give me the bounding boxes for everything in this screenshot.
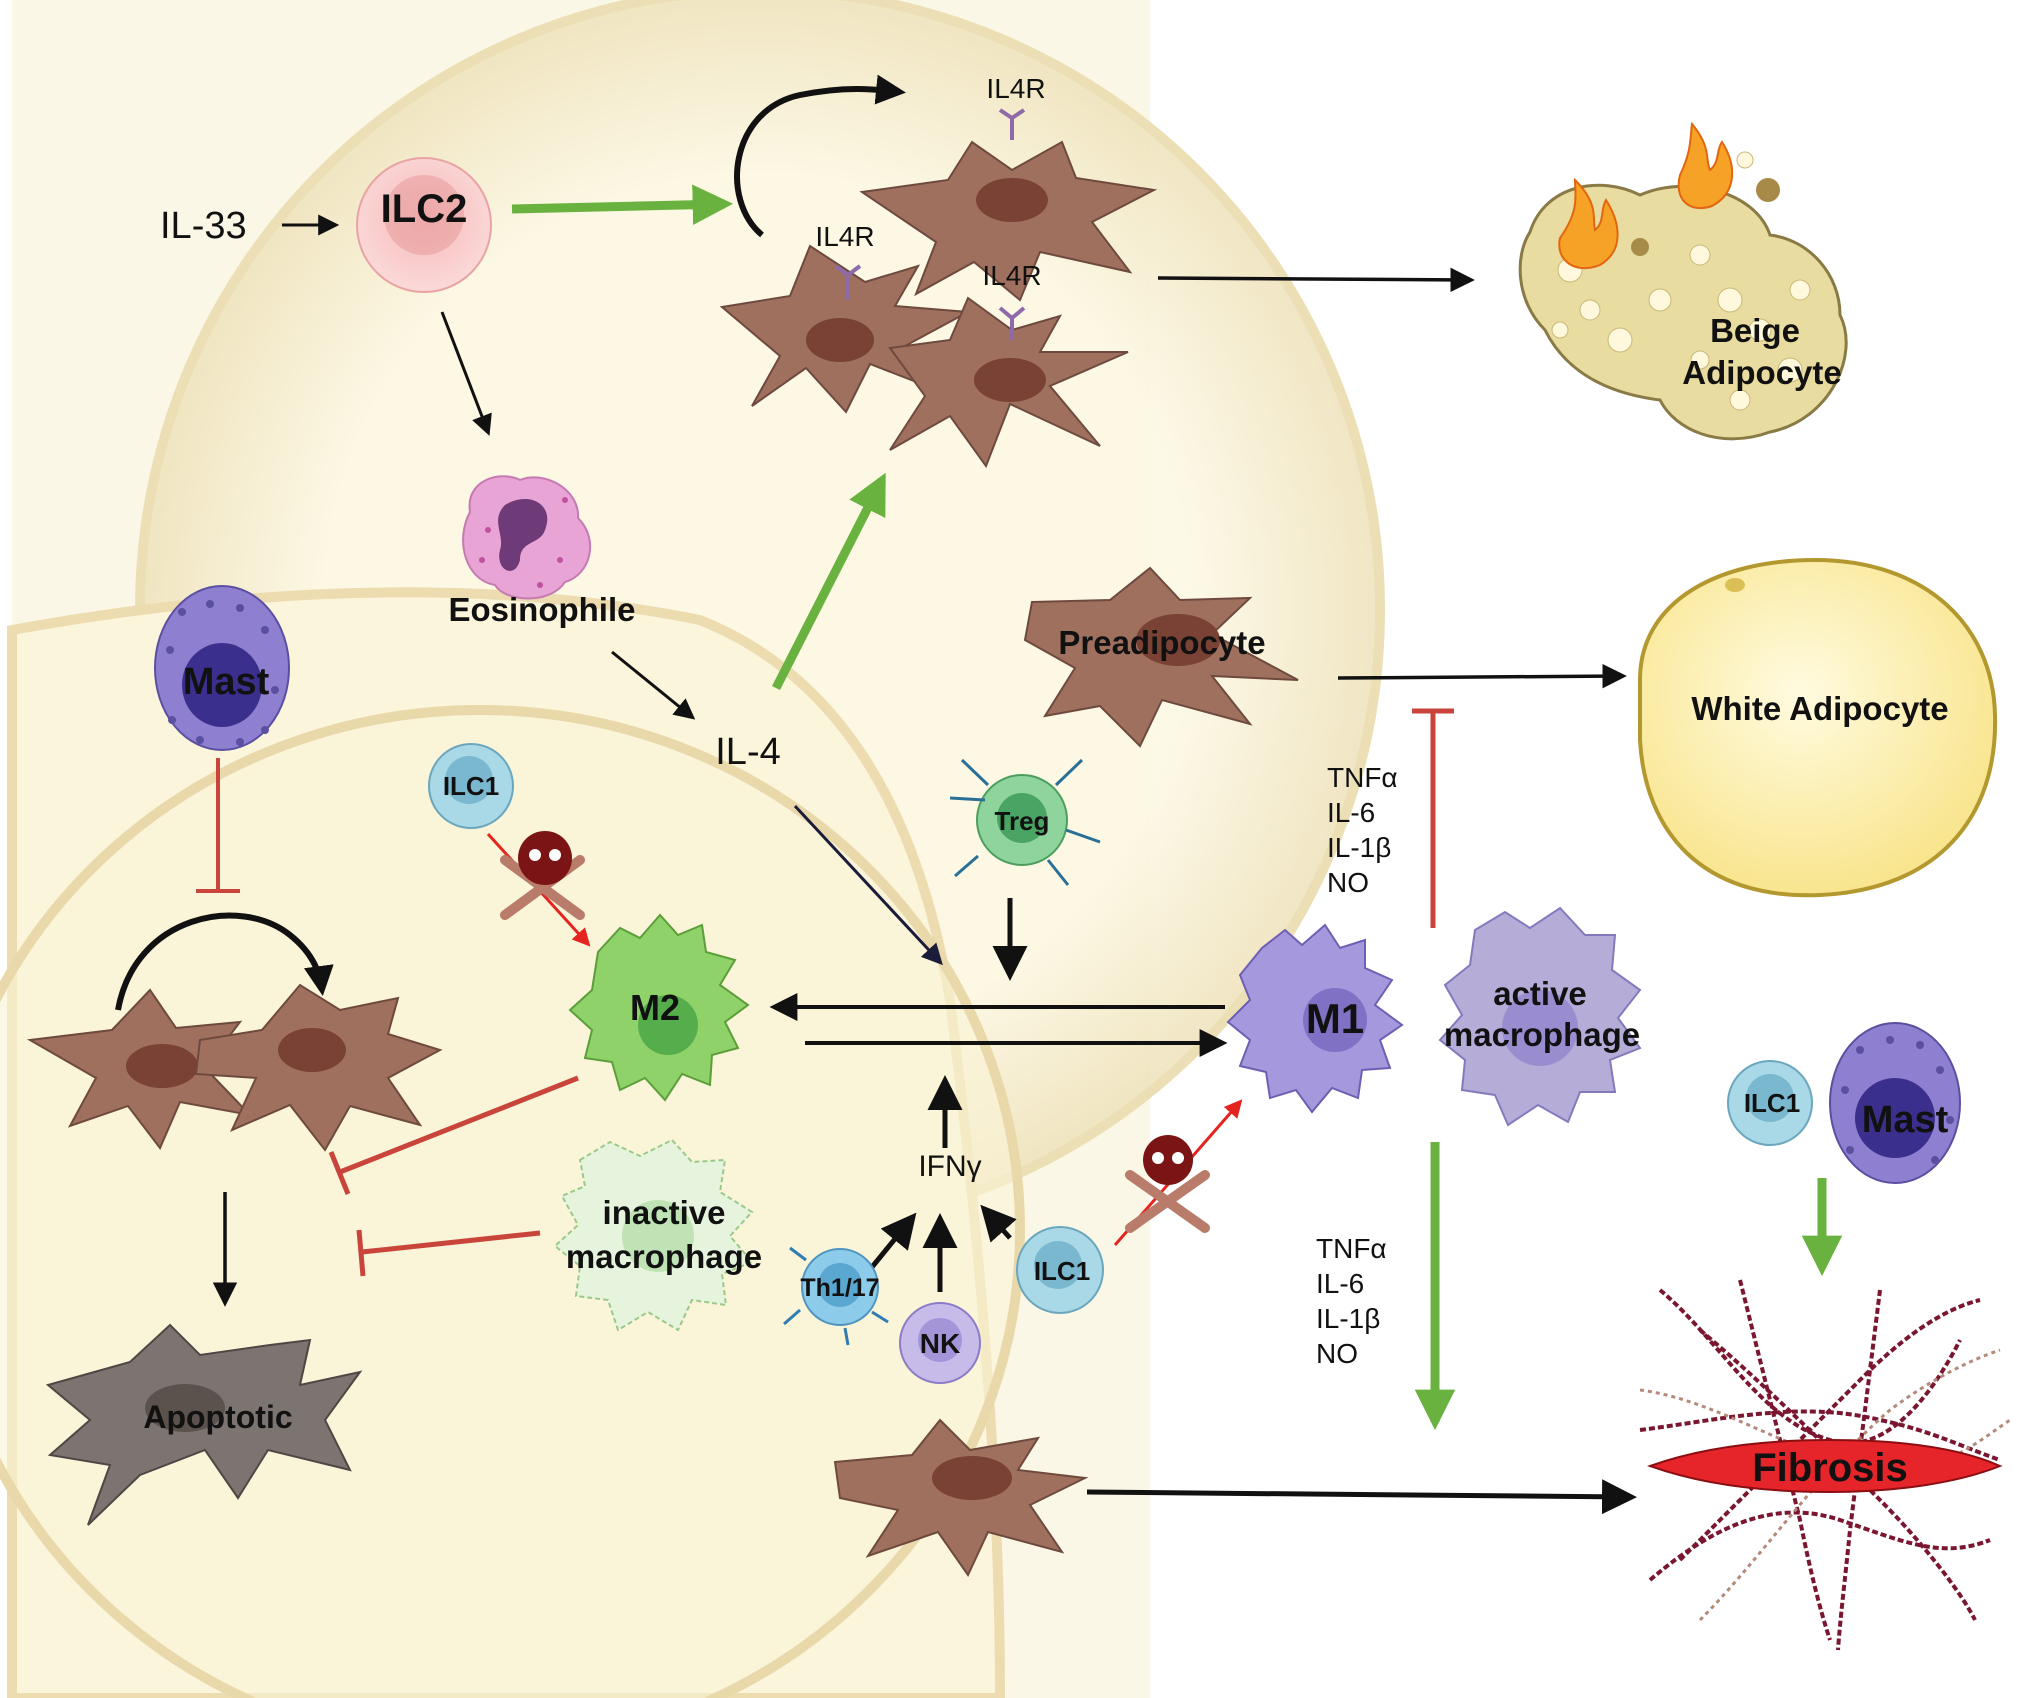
beige-adipocyte-label-2: Adipocyte (1682, 354, 1842, 391)
ilc2-label: ILC2 (381, 187, 468, 231)
cytokine-upper-2: IL-6 (1327, 797, 1375, 828)
cytokine-lower-4: NO (1316, 1338, 1358, 1369)
active-macrophage-label-2: macrophage (1444, 1016, 1640, 1053)
arrow-il4-to-center (793, 804, 943, 966)
skull-crossbones-icon (1125, 1135, 1210, 1233)
ilc1-label-bottom: ILC1 (1034, 1256, 1090, 1286)
m1-label: M1 (1306, 995, 1364, 1042)
eosinophile-cell (462, 475, 592, 600)
arrow-ilc2-to-eosinophile (440, 311, 492, 436)
inhibit-inactive-to-fibroblast (356, 1229, 541, 1277)
white-adipocyte-label: White Adipocyte (1691, 690, 1948, 727)
mast-cell-right (1829, 1022, 1961, 1184)
ilc1-cell-bottom (1016, 1226, 1104, 1314)
skull-crossbones-icon (500, 831, 585, 920)
cytokine-upper-1: TNFα (1327, 762, 1398, 793)
ilc2-cell (356, 157, 492, 293)
eosinophile-label: Eosinophile (448, 591, 635, 628)
il4-label: IL-4 (715, 731, 780, 773)
arrow-eosinophile-to-il4 (611, 650, 696, 720)
m1-macrophage (1226, 923, 1404, 1114)
mast-label-right: Mast (1862, 1099, 1949, 1141)
arrow-to-white-adipocyte (1337, 663, 1627, 689)
mast-label-left: Mast (183, 661, 270, 703)
arrow-proliferation-left (115, 912, 334, 1011)
white-adipocyte-cell (1638, 557, 1998, 898)
treg-cell (949, 758, 1101, 886)
cytokine-lower-2: IL-6 (1316, 1268, 1364, 1299)
nk-label: NK (920, 1328, 960, 1359)
il4r-label-right: IL4R (982, 260, 1041, 291)
arrow-il4-to-preadipocytes (771, 472, 887, 691)
il33-label: IL-33 (160, 205, 247, 247)
ifng-label: IFNγ (918, 1150, 981, 1183)
cytokine-upper-4: NO (1327, 867, 1369, 898)
ilc1-cell-right (1727, 1060, 1813, 1146)
inhibit-mast-to-fibroblast (196, 758, 240, 893)
apoptotic-cell (45, 1323, 363, 1526)
il4r-label-top: IL4R (986, 73, 1045, 104)
antibody-icon (949, 758, 1101, 886)
arrow-to-fibrosis (1086, 1479, 1637, 1515)
cytokine-lower-3: IL-1β (1316, 1303, 1380, 1334)
ilc1-label-right: ILC1 (1744, 1088, 1800, 1118)
nk-cell (899, 1302, 981, 1384)
fibroblast-cluster-left (26, 983, 443, 1152)
m2-label: M2 (630, 987, 680, 1028)
fibroblast-bottom (833, 1418, 1089, 1577)
th117-label: Th1/17 (800, 1274, 879, 1302)
il4r-preadipocyte-cluster (719, 140, 1158, 469)
arrow-ilc2-to-preadipocytes (511, 184, 734, 226)
ilc1-cell-top (428, 743, 514, 829)
cytokine-list-upper: TNFα IL-6 IL-1β NO (1327, 762, 1398, 898)
fibrosis-label: Fibrosis (1752, 1446, 1908, 1490)
arrow-ilc1-to-ifng (980, 1204, 1017, 1243)
apoptotic-label: Apoptotic (143, 1399, 292, 1435)
inactive-macrophage-label-1: inactive (603, 1194, 726, 1231)
ilc1-label-top: ILC1 (443, 771, 499, 801)
arrow-th117-to-ifng (866, 1212, 917, 1274)
preadipocyte-cell (1023, 566, 1299, 748)
m2-macrophage (568, 913, 750, 1102)
treg-label: Treg (995, 806, 1050, 836)
il4r-label-left: IL4R (815, 221, 874, 252)
beige-adipocyte-label-1: Beige (1710, 312, 1800, 349)
active-macrophage (1438, 906, 1642, 1127)
active-macrophage-label-1: active (1493, 975, 1587, 1012)
arrow-proliferation-top (734, 74, 906, 238)
inhibit-m2-to-fibroblast (328, 1075, 579, 1195)
inhibit-m1-to-white (1412, 708, 1454, 928)
cytokine-lower-1: TNFα (1316, 1233, 1387, 1264)
fibrosis-tissue (1639, 1279, 2011, 1651)
cytokine-list-lower: TNFα IL-6 IL-1β NO (1316, 1233, 1387, 1369)
preadipocyte-label: Preadipocyte (1058, 624, 1265, 661)
mast-cell-left (154, 585, 290, 751)
il4-receptor-icon (834, 108, 1026, 340)
inactive-macrophage (553, 1138, 754, 1332)
inactive-macrophage-label-2: macrophage (566, 1238, 762, 1275)
th117-cell (783, 1246, 889, 1346)
beige-adipocyte-cluster (1518, 121, 1848, 441)
arrow-to-beige-adipocyte (1157, 267, 1475, 293)
cytokine-upper-3: IL-1β (1327, 832, 1391, 863)
